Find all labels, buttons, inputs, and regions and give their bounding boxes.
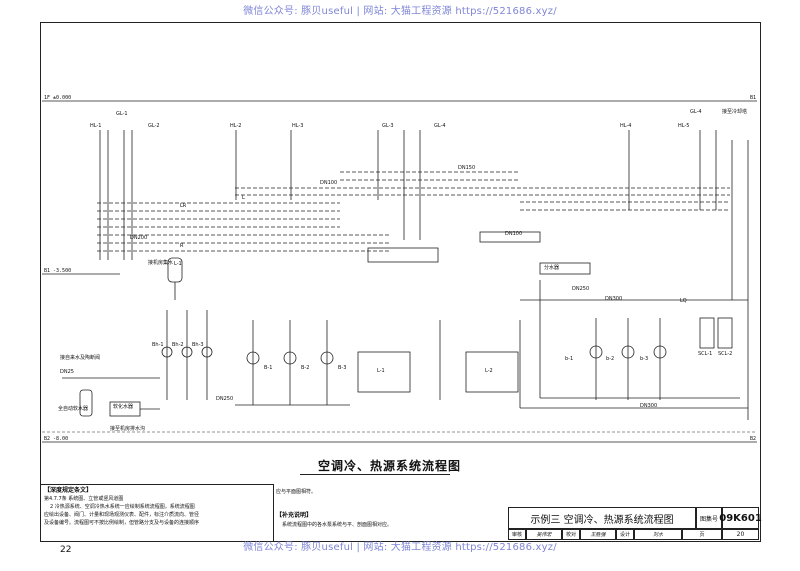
level-b2: B2 -8.00 bbox=[44, 436, 68, 442]
tag-lr: LR bbox=[180, 203, 187, 209]
notes-line-4: 及设备编号。流程图可不按比例绘制，但管路分支及与设备的连接顺序 bbox=[44, 520, 200, 526]
softener-annotation: 全自动软水器 bbox=[58, 406, 89, 412]
pump-sb1: b-1 bbox=[565, 356, 574, 362]
coil-1-label: SCL-1 bbox=[698, 351, 713, 357]
riser-gl2: GL-2 bbox=[148, 123, 160, 129]
notes-line-5: 应与平面图相符。 bbox=[276, 489, 317, 495]
pipe-size-5: DN300 bbox=[605, 296, 623, 302]
water-softener-label: 软化水器 bbox=[113, 404, 134, 410]
supplement-heading: 【补充说明】 bbox=[276, 512, 313, 519]
pump-bh1: Bh-1 bbox=[152, 342, 164, 348]
pump-bh2: Bh-2 bbox=[172, 342, 184, 348]
atlas-label: 图集号 bbox=[696, 507, 722, 529]
reviewer-signature: 吴伟宏 bbox=[526, 529, 562, 540]
riser-hl5: HL-5 bbox=[678, 123, 690, 129]
relief-annotation: 接机房集水 bbox=[148, 260, 174, 266]
riser-gl4b: GL-4 bbox=[690, 109, 702, 115]
riser-gl4: GL-4 bbox=[434, 123, 446, 129]
checker-signature: 王胜强 bbox=[580, 529, 616, 540]
pump-b1: B-1 bbox=[264, 365, 273, 371]
pump-bh3: Bh-3 bbox=[192, 342, 204, 348]
pipe-size-3: DN200 bbox=[130, 235, 148, 241]
notes-heading: 【深度规定条文】 bbox=[44, 487, 93, 494]
expansion-tank-label: L-1 bbox=[174, 261, 182, 267]
page-label: 页 bbox=[682, 529, 722, 540]
riser-gl3: GL-3 bbox=[382, 123, 394, 129]
tag-lq: LQ bbox=[680, 298, 687, 304]
riser-hl3: HL-3 bbox=[292, 123, 304, 129]
drain-annotation: 接至机房排水沟 bbox=[110, 426, 146, 432]
check-label: 校对 bbox=[562, 529, 580, 540]
notes-line-3: 应绘出设备、阀门、计量和现场观测仪表、配件，标注介质流向、管径 bbox=[44, 512, 200, 518]
makeup-annotation: 接自来水及陶断阀 bbox=[60, 355, 101, 361]
titleblock-title: 示例三 空调冷、热源系统流程图 bbox=[508, 507, 696, 529]
pipe-size-2: DN150 bbox=[458, 165, 476, 171]
pipe-size-8: DN250 bbox=[572, 286, 590, 292]
pipe-size-6: DN100 bbox=[505, 231, 523, 237]
designer-signature: 刘水 bbox=[634, 529, 682, 540]
atlas-number: 09K601 bbox=[719, 507, 762, 529]
riser-hl2: HL-2 bbox=[230, 123, 242, 129]
manifold-label: 分水器 bbox=[544, 265, 560, 271]
riser-hl4: HL-4 bbox=[620, 123, 632, 129]
level-b1-right: B1 bbox=[750, 95, 756, 101]
notes-line-6: 系统流程图中的各水泵系统与平、剖面图相对应。 bbox=[282, 522, 393, 528]
diagram-title: 空调冷、热源系统流程图 bbox=[318, 459, 462, 473]
riser-gl1: GL-1 bbox=[116, 111, 128, 117]
level-b2-right: B2 bbox=[750, 436, 756, 442]
page-number-cell: 20 bbox=[722, 529, 759, 540]
pump-b2: B-2 bbox=[301, 365, 310, 371]
chiller-2-label: L-2 bbox=[485, 368, 493, 374]
level-1f: 1F ±0.000 bbox=[44, 95, 71, 101]
riser-hl1: HL-1 bbox=[90, 123, 102, 129]
pump-sb3: b-3 bbox=[640, 356, 649, 362]
riser-cooling-tower: 接至冷却塔 bbox=[722, 109, 748, 115]
design-label: 设计 bbox=[616, 529, 634, 540]
dn25-label: DN25 bbox=[60, 369, 74, 375]
review-label: 审核 bbox=[508, 529, 526, 540]
chiller-1-label: L-1 bbox=[377, 368, 385, 374]
book-page-number: 22 bbox=[60, 545, 72, 555]
title-underline bbox=[300, 474, 450, 475]
pump-sb2: b-2 bbox=[606, 356, 615, 362]
coil-2-label: SCL-2 bbox=[718, 351, 733, 357]
pipe-size-1: DN100 bbox=[320, 180, 338, 186]
drawing-frame bbox=[40, 22, 761, 542]
notes-box bbox=[40, 484, 274, 542]
pipe-size-4: DN250 bbox=[216, 396, 234, 402]
notes-line-2: 2 冷热源系统、空调冷热水系统一应绘制系统流程图，系统流程图 bbox=[50, 504, 195, 510]
level-b1: B1 -3.500 bbox=[44, 268, 71, 274]
watermark-top: 微信公众号: 豚贝useful | 网站: 大猫工程资源 https://521… bbox=[243, 6, 557, 17]
tag-l: L bbox=[242, 195, 245, 201]
pipe-size-7: DN300 bbox=[640, 403, 658, 409]
pump-b3: B-3 bbox=[338, 365, 347, 371]
notes-line-1: 第4.7.7条 系统图、立管或竖风道图 bbox=[44, 496, 124, 502]
tag-r: R bbox=[180, 243, 184, 249]
watermark-bottom: 微信公众号: 豚贝useful | 网站: 大猫工程资源 https://521… bbox=[243, 542, 557, 553]
